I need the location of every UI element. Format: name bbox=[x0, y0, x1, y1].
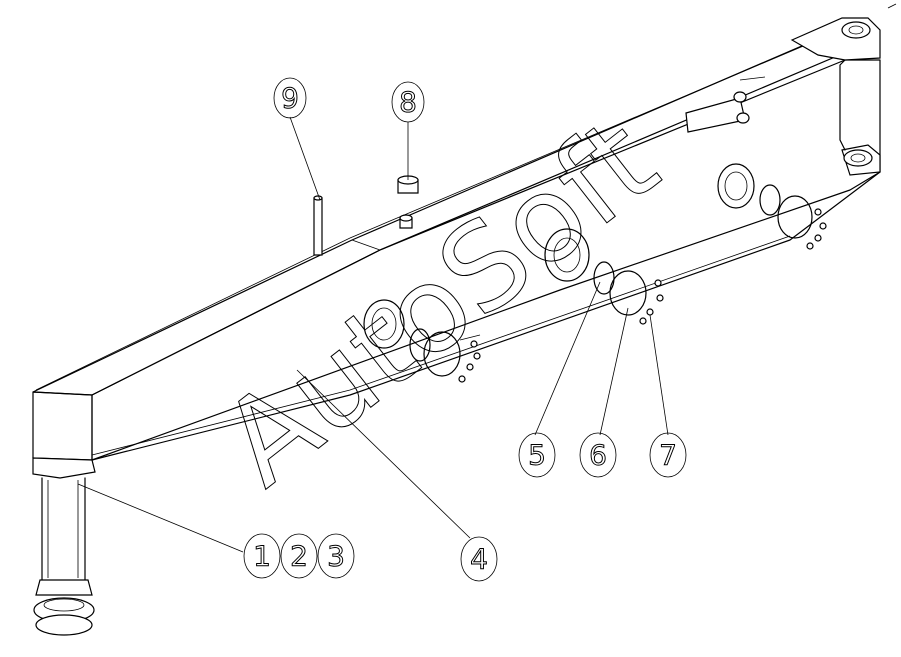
watermark-text: AutoSoft bbox=[197, 91, 681, 512]
callout-4-label: 4 bbox=[470, 543, 488, 576]
callout-2-label: 2 bbox=[290, 540, 308, 573]
callout-5: 5 bbox=[518, 432, 556, 478]
cover-group-middle bbox=[544, 228, 664, 325]
boom-body bbox=[32, 17, 881, 479]
cover-group-right bbox=[717, 163, 827, 250]
callout-6: 6 bbox=[579, 432, 617, 478]
corner-mark bbox=[887, 3, 897, 9]
callout-7-label: 7 bbox=[659, 439, 677, 472]
leg-cylinder bbox=[33, 477, 95, 636]
callout-2: 2 bbox=[280, 533, 318, 579]
part-8-bushing bbox=[397, 175, 419, 229]
callout-3: 3 bbox=[317, 533, 355, 579]
callout-3-label: 3 bbox=[327, 540, 345, 573]
leader-lines bbox=[77, 116, 669, 553]
callout-1-label: 1 bbox=[253, 540, 271, 573]
callout-8-label: 8 bbox=[399, 86, 417, 119]
callout-5-label: 5 bbox=[528, 439, 546, 472]
callout-8: 8 bbox=[391, 81, 425, 123]
callout-9-label: 9 bbox=[281, 82, 299, 115]
callout-4: 4 bbox=[460, 536, 498, 582]
callout-7: 7 bbox=[649, 432, 687, 478]
part-9-rod bbox=[313, 195, 323, 256]
callout-1: 1 bbox=[243, 533, 281, 579]
callouts: 9 8 1 2 3 4 5 6 bbox=[243, 77, 687, 582]
cover-group-left bbox=[363, 299, 481, 383]
callout-6-label: 6 bbox=[589, 439, 607, 472]
callout-9: 9 bbox=[273, 77, 307, 119]
